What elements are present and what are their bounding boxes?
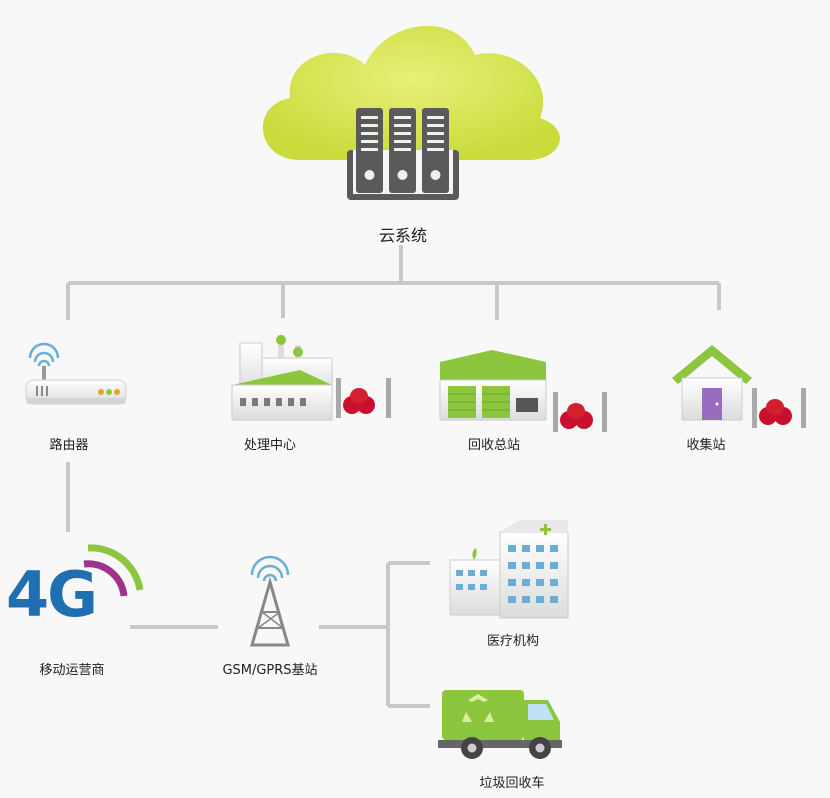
hospital-icon: [449, 520, 569, 619]
4g-logo-icon: [83, 544, 144, 597]
recycling-station-label: 回收总站: [467, 438, 521, 453]
garbage-truck-label: 垃圾回收车: [479, 776, 545, 791]
house-icon: [672, 345, 806, 428]
warehouse-icon: [439, 350, 607, 432]
base-station-label: GSM/GPRS基站: [222, 663, 318, 678]
waste-bags-icon: [553, 392, 607, 432]
factory-icon: [231, 335, 391, 421]
collection-station-label: 收集站: [686, 438, 726, 453]
connector-lines: [66, 245, 721, 708]
processing-center-label: 处理中心: [243, 438, 297, 453]
server-icon: [347, 108, 459, 200]
cloud-system-label: 云系统: [378, 226, 428, 245]
mobile-operator-label: 移动运营商: [39, 663, 105, 678]
cloud-icon: [262, 25, 560, 161]
router-icon: [25, 342, 127, 405]
4g-logo-text: 4G: [6, 558, 98, 631]
router-label: 路由器: [49, 438, 89, 453]
tower-icon: [250, 555, 290, 647]
waste-bags-icon: [336, 378, 391, 418]
waste-bags-icon: [752, 388, 806, 428]
truck-icon: [438, 690, 562, 759]
medical-institution-label: 医疗机构: [486, 634, 540, 649]
